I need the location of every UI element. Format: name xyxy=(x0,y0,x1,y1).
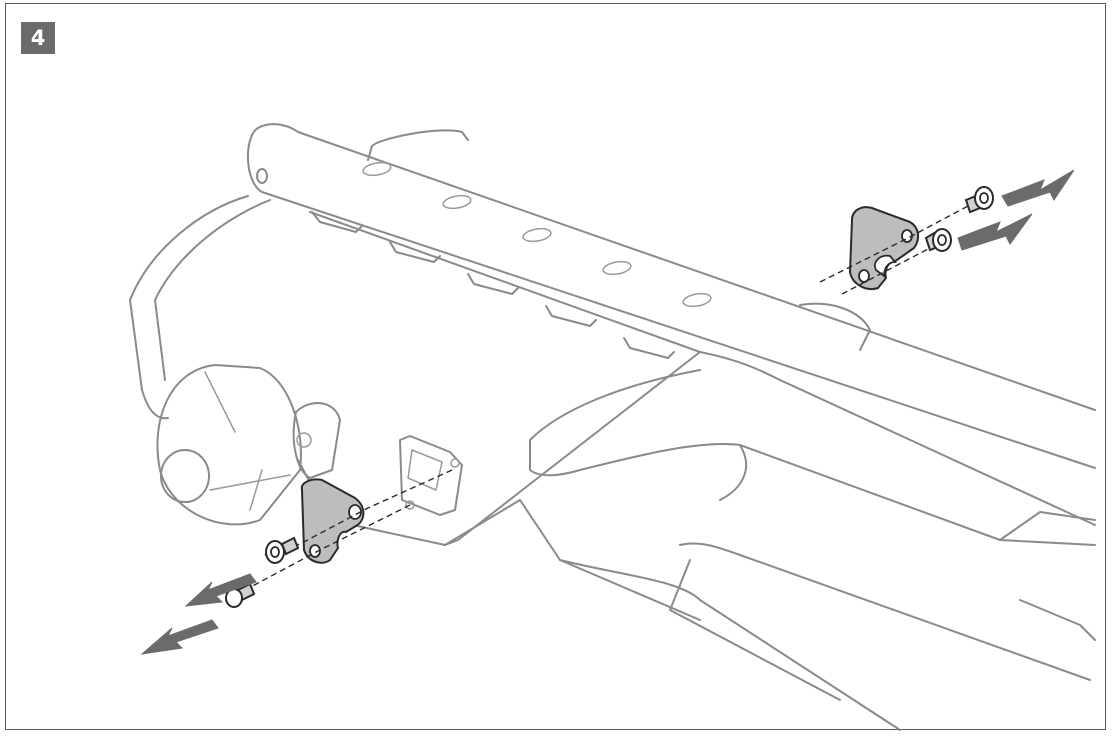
page-frame: 4 xyxy=(5,3,1106,730)
arrow-left-upper xyxy=(184,573,257,607)
left-axis-upper xyxy=(261,469,453,557)
frame-mount-plate xyxy=(292,401,463,516)
step-number-badge: 4 xyxy=(21,22,55,54)
right-screw-lower xyxy=(924,228,952,252)
top-rail-tube xyxy=(247,123,1096,469)
left-bracket xyxy=(300,478,365,564)
frame-body xyxy=(129,129,1096,731)
right-bracket xyxy=(849,206,920,290)
arrow-left-lower xyxy=(140,619,219,655)
right-axis-upper xyxy=(819,205,969,283)
left-screw-upper xyxy=(265,536,300,564)
left-screw-lower xyxy=(225,582,256,608)
tube-slots xyxy=(362,161,712,308)
arrow-right-upper xyxy=(1001,169,1075,207)
arrow-right-lower xyxy=(957,213,1033,251)
right-screw-upper xyxy=(964,186,994,214)
left-axis-lower xyxy=(229,504,411,599)
wheel-hub-cone xyxy=(156,364,302,526)
